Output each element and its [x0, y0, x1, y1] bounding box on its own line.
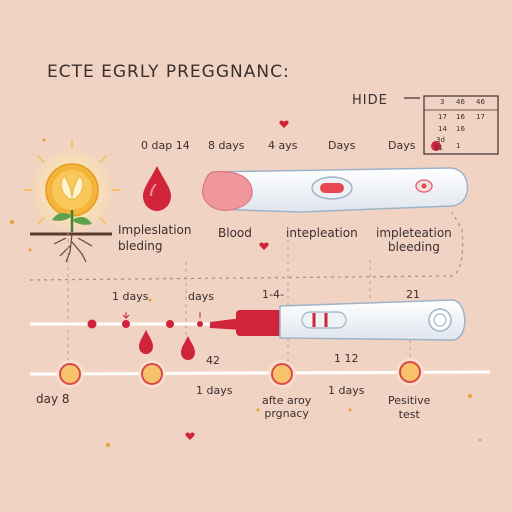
calendar-cell: 46: [476, 98, 485, 106]
day-label: 4 ays: [268, 139, 298, 152]
lower-timeline: [29, 358, 491, 388]
calendar-cell: 3d: [436, 136, 445, 144]
heart-icon: [259, 242, 269, 250]
calendar-cell: 3: [440, 98, 445, 106]
calendar-cell: 16: [456, 125, 465, 133]
pregnancy-test-bottom-icon: [210, 299, 466, 341]
caption-implantation: intepleation: [286, 226, 358, 240]
caption-implantation-bleeding: Impleslation bleding: [118, 223, 192, 253]
decorative-sparkles: [10, 138, 482, 447]
calendar-cell: 31: [434, 144, 443, 152]
timeline-upper-label: 1 days: [112, 290, 149, 303]
blood-drop-small-icon: [139, 330, 153, 354]
calendar-cell: 17: [476, 113, 485, 121]
heart-icon: [185, 432, 195, 440]
calendar-cell: 1: [456, 142, 461, 150]
caption-blood: Blood: [218, 226, 252, 240]
page-title: ECTE EGRLY PREGGNANC:: [47, 62, 290, 82]
hide-label: HIDE: [352, 93, 388, 108]
calendar-icon: [404, 95, 499, 155]
calendar-grid: 3 46 46 17 16 17 14 16 3d 31 1: [426, 96, 498, 154]
caption-implantation-bleeding-2: impleteation bleeding: [376, 226, 452, 254]
day-label: Days: [328, 139, 356, 152]
day-label: 0 dap 14: [141, 139, 190, 152]
milestone-label: 1 days: [196, 384, 233, 397]
pregnancy-test-top-icon: [202, 167, 469, 213]
timeline-upper-label: days: [188, 290, 214, 303]
calendar-cell: 46: [456, 98, 465, 106]
timeline-number: 1 12: [334, 352, 359, 365]
milestone-label: afte aroy prgnacy: [262, 394, 312, 420]
timeline-upper-label: 21: [406, 288, 420, 301]
day-label: Days: [388, 139, 416, 152]
milestone-label: 1 days: [328, 384, 365, 397]
day-label: 8 days: [208, 139, 245, 152]
timeline-number: 42: [206, 354, 220, 367]
calendar-cell: 16: [456, 113, 465, 121]
timeline-upper-label: 1-4-: [262, 288, 284, 301]
heart-icon: [279, 120, 289, 128]
blood-drop-small-icon: [181, 336, 195, 360]
milestone-label: day 8: [36, 392, 70, 406]
milestone-label: Pesitive test: [388, 394, 431, 421]
calendar-cell: 14: [438, 125, 447, 133]
sun-sprout-icon: [23, 139, 121, 263]
calendar-cell: 17: [438, 113, 447, 121]
blood-drop-icon: [143, 166, 171, 211]
